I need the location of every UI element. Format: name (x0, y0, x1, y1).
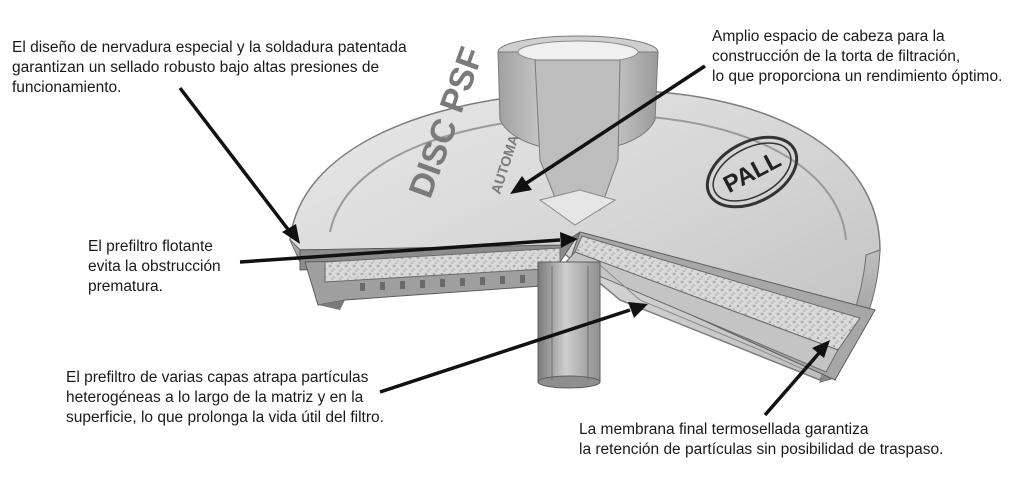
arrow-multilayer-prefilter (379, 302, 648, 394)
callout-floating-prefilter: El prefiltro flotante evita la obstrucci… (88, 238, 221, 295)
callout-arrows (178, 64, 830, 417)
right-cutaway-section (565, 231, 876, 381)
arrow-headspace (510, 64, 706, 194)
outlet-pipe (537, 261, 601, 389)
callout-multilayer-prefilter: El prefiltro de varias capas atrapa part… (66, 369, 384, 426)
arrow-final-membrane (763, 340, 830, 417)
callout-rib-design: El diseño de nervadura especial y la sol… (12, 39, 407, 96)
inlet-neck (497, 35, 659, 226)
callout-headspace: Amplio espacio de cabeza para la constru… (712, 28, 1003, 85)
callout-final-membrane: La membrana final termosellada garantiza… (579, 421, 944, 458)
arrow-floating-prefilter (239, 232, 578, 264)
arrow-rib-design (178, 86, 300, 244)
